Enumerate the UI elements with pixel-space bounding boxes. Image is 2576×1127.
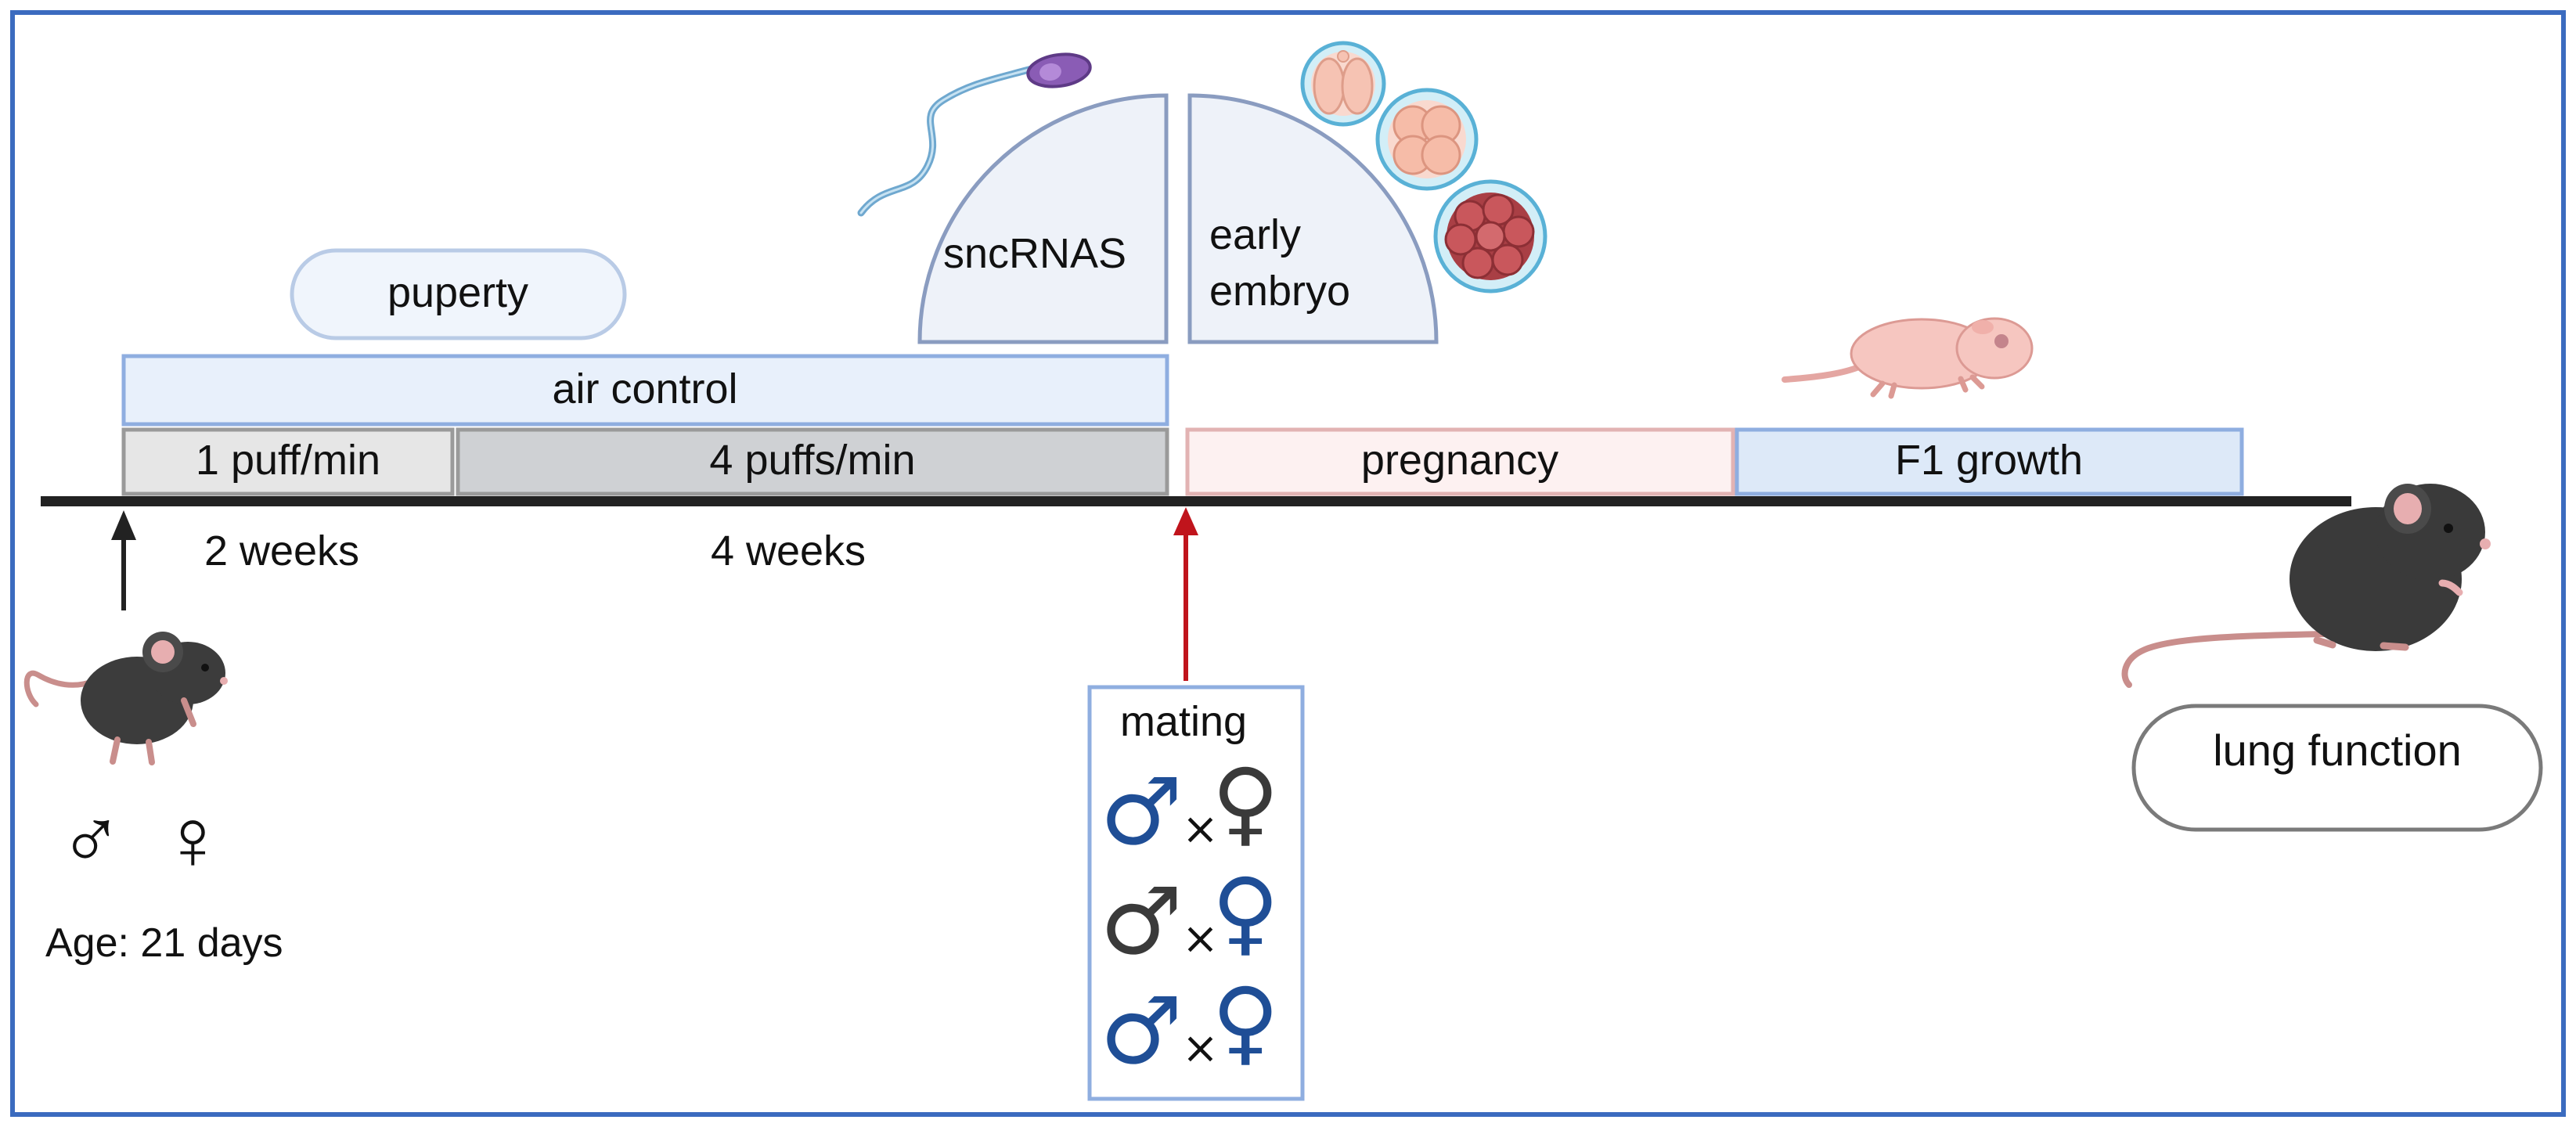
start-male-symbol: ♂: [59, 791, 124, 888]
mating-cross-2: ♂×♀: [1100, 858, 1279, 975]
mating-cross-1: ♂×♀: [1100, 748, 1279, 866]
male-symbol: ♂: [1100, 867, 1183, 975]
exposure-high-stage: 4 puffs/min: [456, 427, 1169, 496]
age-label: Age: 21 days: [45, 920, 283, 966]
air-control-stage: air control: [121, 354, 1169, 427]
lung-function-outcome: lung function: [2131, 704, 2543, 832]
female-symbol: ♀: [1212, 748, 1279, 856]
early-embryo-label-line1: early: [1209, 211, 1301, 258]
young-mouse-icon: [23, 632, 228, 765]
puberty-stage: puperty: [290, 248, 627, 340]
cross-symbol: ×: [1182, 804, 1219, 855]
air-control-label: air control: [552, 365, 737, 412]
pup-icon: [1782, 317, 2034, 399]
female-symbol: ♀: [1212, 858, 1279, 966]
pregnancy-stage: pregnancy: [1185, 427, 1735, 496]
puberty-label: puperty: [387, 269, 528, 316]
mating-title: mating: [1120, 698, 1247, 745]
exposure-low-label: 1 puff/min: [196, 437, 380, 484]
lung-function-label: lung function: [2213, 726, 2462, 775]
embryo-4cell-icon: [1375, 88, 1479, 191]
mating-arrow: [1173, 507, 1198, 681]
mating-crosses: ♂×♀♂×♀♂×♀: [1100, 748, 1279, 1085]
mating-box: mating ♂×♀♂×♀♂×♀: [1087, 685, 1305, 1101]
morula-icon: [1433, 179, 1547, 293]
male-symbol: ♂: [1100, 758, 1183, 866]
exposure-low-stage: 1 puff/min: [121, 427, 455, 496]
mating-cross-3: ♂×♀: [1100, 967, 1279, 1085]
early-embryo-label-line2: embryo: [1209, 268, 1350, 315]
sperm-icon: [857, 52, 1092, 217]
pregnancy-label: pregnancy: [1361, 437, 1558, 484]
sncrna-label: sncRNAS: [943, 230, 1126, 277]
f1-growth-stage: F1 growth: [1735, 427, 2244, 496]
early-embryo-panel: early embryo: [1187, 93, 1439, 344]
timeline-axis: [41, 496, 2351, 506]
male-symbol: ♂: [1100, 977, 1183, 1085]
adult-mouse-icon: [2121, 484, 2491, 688]
f1-growth-label: F1 growth: [1895, 437, 2083, 484]
cross-symbol: ×: [1182, 913, 1219, 964]
start-female-symbol: ♀: [160, 791, 225, 888]
cross-symbol: ×: [1182, 1023, 1219, 1074]
female-symbol: ♀: [1212, 967, 1279, 1075]
sncrna-panel: sncRNAS: [917, 93, 1169, 344]
embryo-2cell-icon: [1300, 41, 1386, 127]
start-arrow: [111, 510, 136, 610]
exposure-high-label: 4 puffs/min: [709, 437, 915, 484]
duration-first-label: 2 weeks: [204, 527, 359, 574]
duration-second-label: 4 weeks: [711, 527, 866, 574]
